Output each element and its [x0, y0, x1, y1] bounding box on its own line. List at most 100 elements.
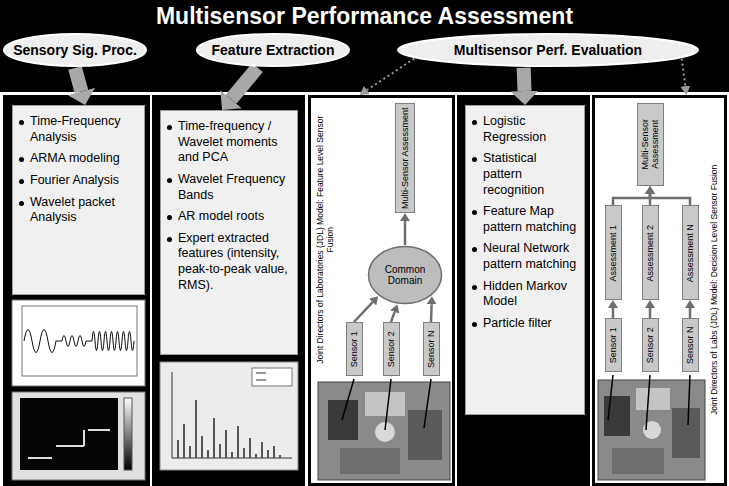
diagram-title: Multisensor Performance Assessment — [0, 3, 729, 29]
color-bar — [124, 398, 132, 470]
box-label: Multi-Sensor Assessment — [400, 107, 410, 209]
ellipse-shape — [4, 34, 146, 66]
bullet-dot — [167, 237, 172, 242]
panel-ground — [152, 95, 305, 486]
bullet-dot — [472, 120, 477, 125]
panel-caption: Joint Directors of Labs (JDL) Model: Dec… — [710, 105, 720, 475]
flow-arrow — [649, 308, 652, 318]
stage-ellipse: Sensory Sig. Proc. — [2, 32, 148, 68]
header-band — [0, 0, 729, 92]
block-arrow — [517, 68, 532, 91]
list-item-text: Time-frequency / Wavelet moments and PCA — [167, 119, 291, 166]
ellipse-content: Sensory Sig. Proc. — [2, 32, 148, 68]
sensor-box: Sensor 2 — [642, 318, 659, 372]
list-item-text: Hidden Markov Model — [472, 279, 578, 310]
photo-detail — [643, 421, 661, 439]
list-item-text: Wavelet Frequency Bands — [167, 172, 291, 203]
box-label: Assessment 2 — [645, 209, 655, 296]
flow-arrow — [430, 304, 433, 322]
list-item: Fourier Analysis — [19, 173, 138, 189]
box-label: Sensor 1 — [608, 322, 618, 368]
sensor-leader — [608, 375, 690, 430]
ellipse-content: Common Domain — [367, 245, 443, 305]
stage-ellipse: Multisensor Perf. Evaluation — [396, 32, 700, 68]
ellipse-content: Multisensor Perf. Evaluation — [396, 32, 700, 68]
flow-arrow — [650, 194, 690, 205]
box-label: Sensor 1 — [349, 326, 359, 372]
bullet-dot — [19, 157, 24, 162]
list-item-text: ARMA modeling — [19, 151, 138, 167]
photo-detail — [612, 448, 664, 474]
list-item: Wavelet packet Analysis — [19, 195, 138, 226]
ellipse-shape — [369, 247, 442, 304]
bullet-dot — [19, 179, 24, 184]
box-label: Sensor N — [426, 326, 436, 372]
list-item: AR model roots — [167, 209, 291, 225]
bullet-dot — [472, 247, 477, 252]
list-item: Expert extracted features (intensity, pe… — [167, 231, 291, 294]
ellipse-content: Feature Extraction — [195, 32, 351, 68]
flow-arrow — [391, 312, 395, 322]
signal-plot — [12, 300, 145, 386]
flow-arrow — [354, 302, 373, 322]
box-label: Assessment N — [685, 209, 695, 296]
box-label: Sensor 2 — [645, 322, 655, 368]
lab-photo — [318, 382, 450, 480]
list-item-text: Expert extracted features (intensity, pe… — [167, 231, 291, 294]
flow-arrow — [404, 221, 407, 245]
bullet-dot — [472, 322, 477, 327]
assessment-box: Assessment 2 — [642, 205, 659, 300]
bullet-dot — [167, 178, 172, 183]
list-item: Feature Map pattern matching — [472, 204, 578, 235]
list-item-text: Feature Map pattern matching — [472, 204, 578, 235]
spectrogram-ridge — [28, 430, 110, 458]
sensor-box: Sensor N — [682, 318, 699, 372]
list-item-text: Fourier Analysis — [19, 173, 138, 189]
list-item-text: Time-Frequency Analysis — [19, 114, 138, 145]
photo-detail — [636, 388, 670, 410]
bullet-dot — [19, 120, 24, 125]
ellipse-shape — [398, 34, 698, 66]
panel-ground — [457, 95, 590, 486]
bullet-dot — [472, 285, 477, 290]
bullet-dot — [472, 210, 477, 215]
box-label: Sensor N — [685, 322, 695, 368]
bullet-dot — [167, 125, 172, 130]
list-item-text: Logistic Regression — [472, 114, 578, 145]
fusion-box: Multi-Sensor Assessment — [637, 103, 664, 186]
box-label: Multi-Sensor Assessment — [640, 107, 661, 182]
feature-chart — [160, 362, 298, 470]
ellipse-shape — [197, 34, 349, 66]
chart-bars — [178, 400, 280, 458]
bullet-dot — [167, 215, 172, 220]
method-list-box: Time-Frequency AnalysisARMA modelingFour… — [12, 105, 145, 295]
list-item-text: Neural Network pattern matching — [472, 241, 578, 272]
signal-trace — [24, 330, 134, 353]
spectrogram-image — [20, 398, 118, 470]
dotted-arrow — [367, 59, 414, 90]
box-label: Sensor 2 — [386, 326, 396, 372]
list-item: Time-frequency / Wavelet moments and PCA — [167, 119, 291, 166]
panel-caption: Joint Directors of Laboratories (JDL) Mo… — [316, 105, 336, 375]
plot-axes — [22, 306, 137, 376]
fusion-box: Multi-Sensor Assessment — [395, 103, 415, 213]
sensor-box: Sensor 1 — [346, 322, 363, 376]
photo-detail — [365, 392, 405, 416]
fusion-model-panel: Multi-Sensor AssessmentCommon DomainSens… — [308, 95, 455, 486]
box-label: Assessment 1 — [608, 209, 618, 296]
domain-ellipse: Common Domain — [367, 245, 443, 305]
bullet-dot — [19, 201, 24, 206]
flow-arrow — [612, 308, 615, 318]
stage-label: Multisensor Perf. Evaluation — [454, 42, 642, 58]
stage-label: Feature Extraction — [212, 42, 335, 58]
list-item-text: Statistical pattern recognition — [472, 151, 578, 198]
block-arrow — [231, 68, 257, 100]
list-item: Wavelet Frequency Bands — [167, 172, 291, 203]
dotted-arrow — [682, 59, 686, 86]
fusion-model-panel: Multi-Sensor AssessmentAssessment 1 Asses… — [592, 95, 727, 486]
sensor-box: Sensor 2 — [383, 322, 400, 376]
photo-detail — [340, 448, 400, 474]
bullet-dot — [472, 157, 477, 162]
list-item: Particle filter — [472, 316, 578, 332]
